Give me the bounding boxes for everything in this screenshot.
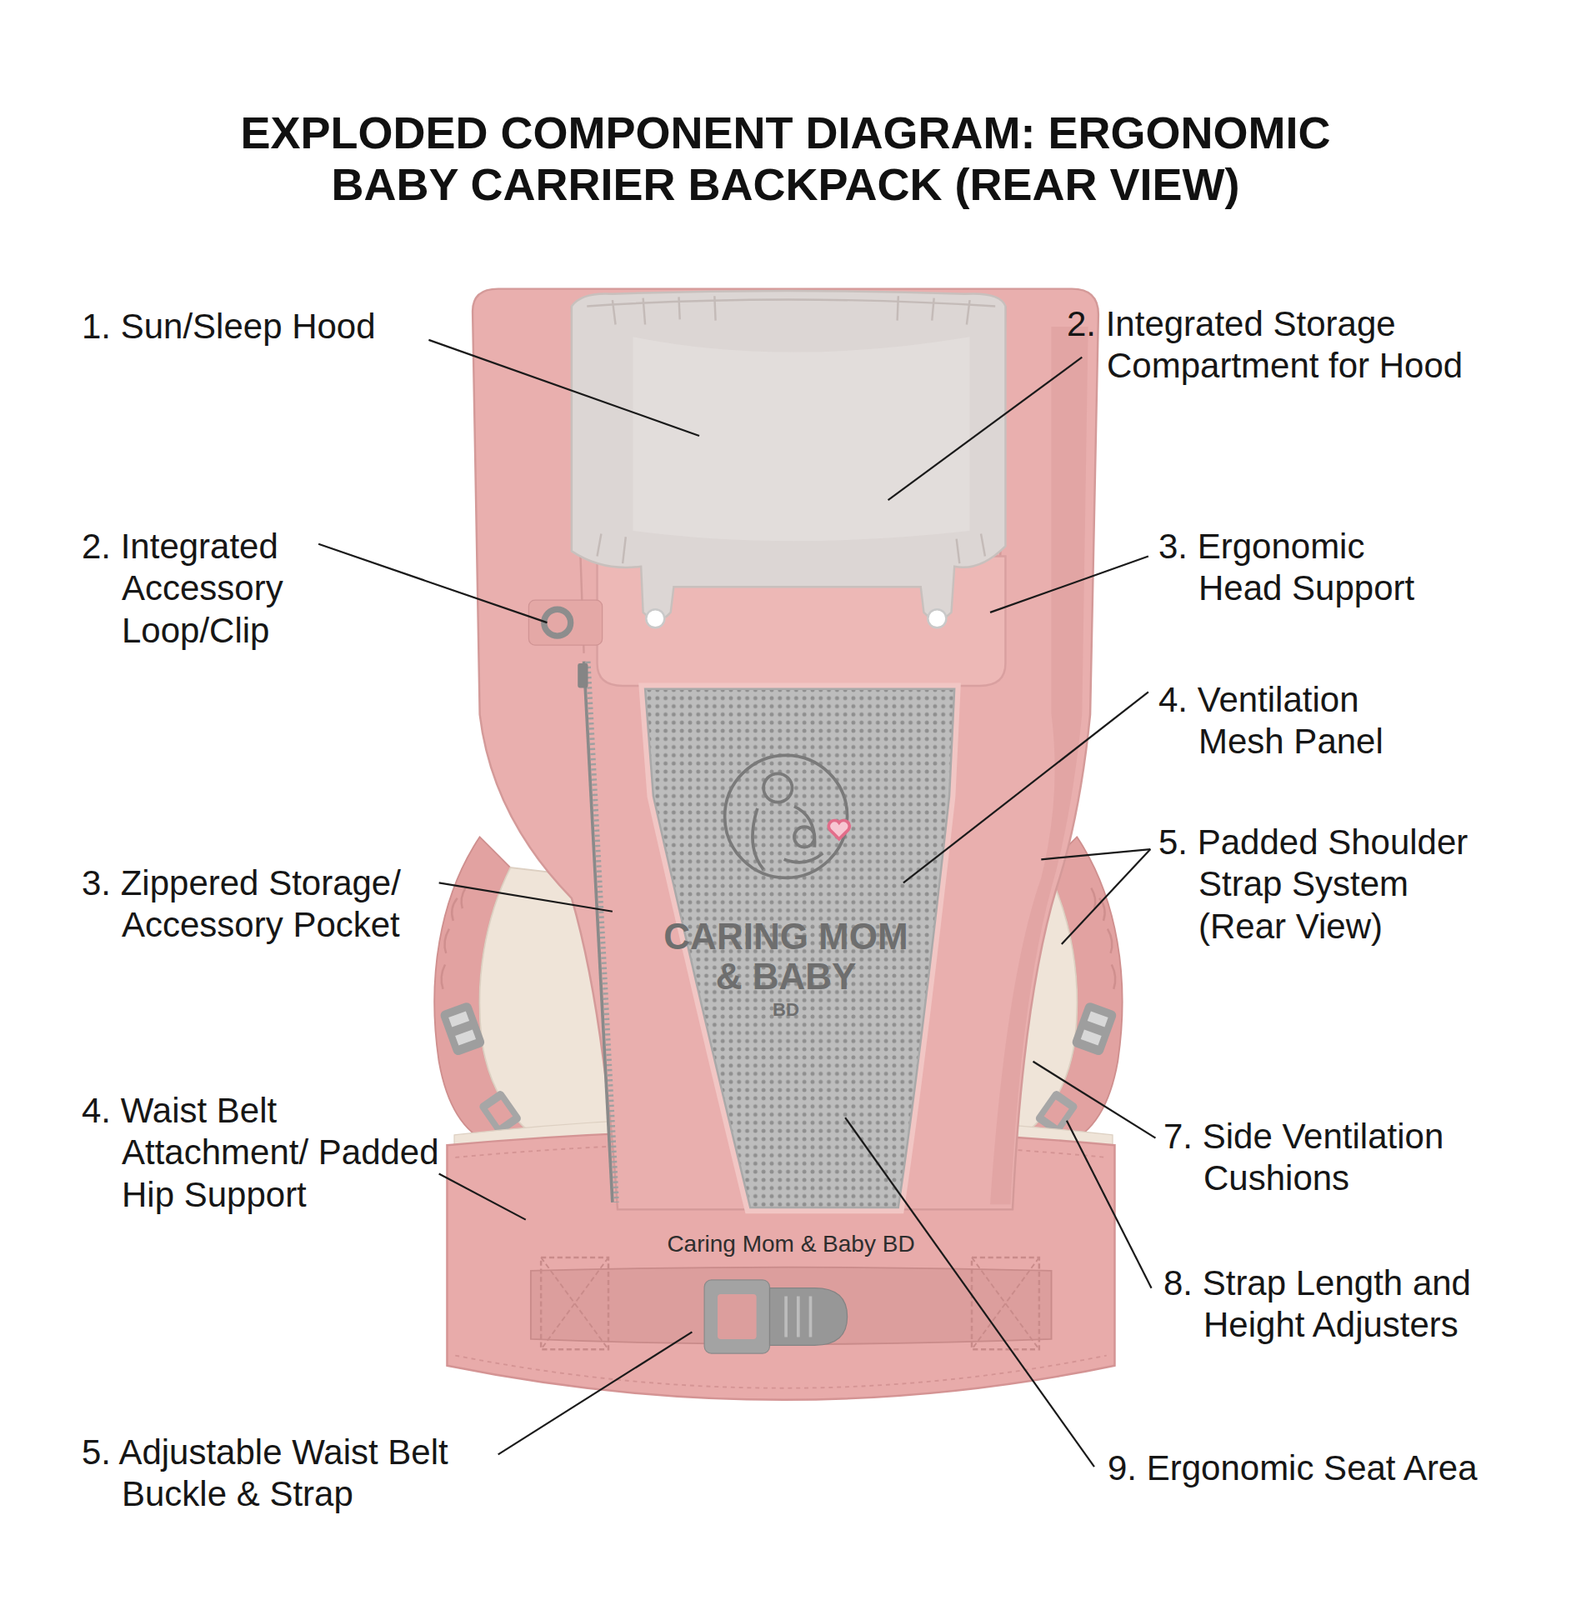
head-support — [528, 600, 602, 646]
leader-lines — [845, 1117, 1095, 1467]
carrier-drawing — [318, 289, 1156, 1467]
watermark-logo — [784, 853, 824, 863]
callout-label: 4. Waist Belt Attachment/ Padded Hip Sup… — [81, 1090, 449, 1216]
zipper — [577, 661, 617, 1203]
sun-hood — [571, 290, 1006, 620]
mesh-panel — [645, 689, 955, 1208]
waist-buckle — [785, 1295, 811, 1337]
callout-label: 2. Integrated Storage Compartment for Ho… — [1066, 303, 1521, 388]
leader-lines — [1040, 849, 1151, 860]
leader-lines — [990, 556, 1149, 613]
leader-lines — [498, 1331, 693, 1455]
zipper — [584, 661, 613, 1203]
strap-buckle — [448, 1011, 470, 1028]
back-panel — [472, 289, 1099, 1211]
leader-lines — [318, 340, 1156, 1467]
zipper — [577, 663, 588, 688]
callout-label: 9. Ergonomic Seat Area — [1107, 1447, 1541, 1490]
waist-buckle — [704, 1280, 847, 1354]
waist-belt — [540, 1257, 609, 1350]
callout-label: 3. Ergonomic Head Support — [1158, 525, 1434, 611]
sun-hood — [632, 336, 970, 541]
watermark: BD — [744, 1000, 828, 1021]
callout-label: 4. Ventilation Mesh Panel — [1158, 679, 1434, 764]
leader-lines — [888, 357, 1083, 501]
watermark-logo — [794, 826, 815, 847]
diagram-title: EXPLODED COMPONENT DIAGRAM: ERGONOMIC BA… — [33, 106, 1538, 211]
waist-buckle — [769, 1288, 847, 1346]
watermark-logo — [828, 820, 850, 839]
sun-hood — [927, 609, 946, 628]
callout-label: 3. Zippered Storage/ Accessory Pocket — [81, 862, 466, 947]
strap-adjuster — [487, 1099, 513, 1126]
leader-lines — [439, 1174, 526, 1221]
mesh-panel — [645, 689, 955, 1208]
watermark-logo — [752, 806, 816, 871]
strap-buckle — [455, 1029, 476, 1046]
waist-belt — [455, 1355, 1106, 1389]
strap-buckle — [439, 1000, 486, 1056]
watermark: CARING MOM & BABY — [652, 916, 920, 998]
strap-buckle — [439, 1000, 486, 1056]
brand-print: Caring Mom & Baby BD — [640, 1230, 941, 1258]
waist-belt — [971, 1257, 1040, 1350]
shoulder-strap — [441, 888, 466, 990]
zipper — [587, 661, 616, 1203]
waist-belt — [540, 1257, 609, 1350]
waist-buckle — [704, 1280, 770, 1354]
back-panel — [472, 289, 1099, 1211]
leader-lines — [439, 882, 613, 911]
leader-lines — [1061, 849, 1151, 945]
callout-label: 1. Sun/Sleep Hood — [81, 305, 499, 348]
sun-hood — [612, 295, 971, 325]
waist-belt — [971, 1257, 1040, 1350]
watermark-logo — [725, 755, 848, 878]
leader-lines — [903, 691, 1149, 883]
leader-lines — [318, 544, 547, 623]
callout-label: 8. Strap Length and Height Adjusters — [1163, 1262, 1506, 1347]
leader-lines — [1032, 1061, 1156, 1139]
leader-lines — [428, 340, 700, 436]
watermark-logo — [725, 755, 851, 878]
sun-hood — [571, 290, 1006, 628]
watermark-logo — [763, 773, 792, 802]
sun-hood — [645, 609, 665, 628]
waist-buckle — [717, 1294, 757, 1340]
callout-label: 7. Side Ventilation Cushions — [1163, 1115, 1497, 1201]
callout-label: 5. Padded Shoulder Strap System (Rear Vi… — [1158, 821, 1501, 948]
callout-label: 2. Integrated Accessory Loop/Clip — [81, 525, 341, 652]
head-support — [544, 609, 571, 636]
mesh-panel — [645, 689, 955, 1208]
callout-label: 5. Adjustable Waist Belt Buckle & Strap — [81, 1431, 499, 1516]
leader-lines — [1066, 1120, 1152, 1289]
